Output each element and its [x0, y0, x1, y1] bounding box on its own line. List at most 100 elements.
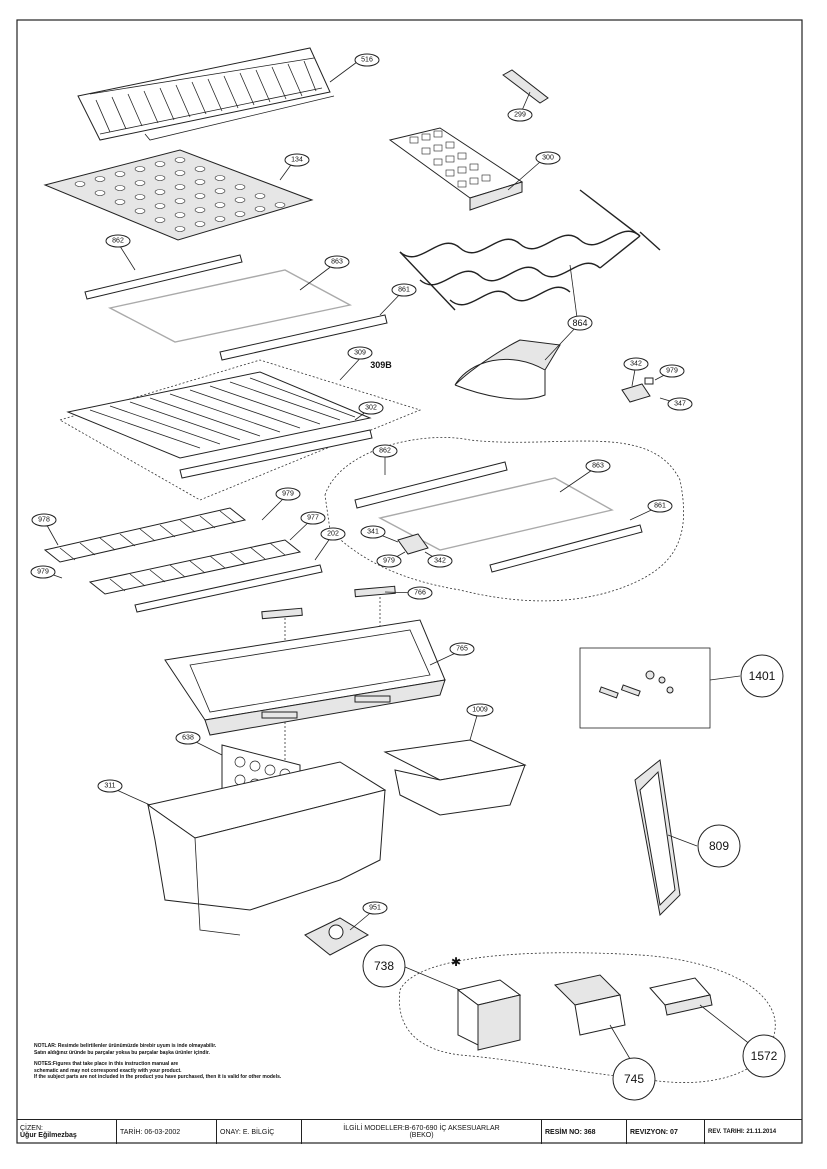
callout-label: 863 — [331, 259, 343, 266]
revision: REVIZYON: 07 — [630, 1128, 678, 1136]
wire-shelf-516 — [77, 47, 335, 141]
note-en-3: If the subject parts are not included in… — [34, 1074, 282, 1081]
sheet-border — [16, 19, 803, 1144]
callout-label: 861 — [654, 503, 666, 510]
callout-951: 951 — [362, 901, 388, 915]
callout-label: 864 — [572, 318, 587, 328]
callout-label: 862 — [379, 448, 391, 455]
callout-862-b: 862 — [372, 444, 398, 458]
callout-label: 863 — [592, 463, 604, 470]
revision-cell: REVIZYON: 07 — [627, 1120, 705, 1144]
callout-311: 311 — [97, 779, 123, 793]
callout-766: 766 — [407, 586, 433, 600]
callout-299: 299 — [507, 108, 533, 122]
callout-861-b: 861 — [647, 499, 673, 513]
callout-label: 809 — [709, 839, 729, 853]
callout-979-b: 979 — [275, 487, 301, 501]
callout-label: 765 — [456, 646, 468, 653]
callout-label: 1572 — [751, 1049, 778, 1063]
perforated-shelf-134 — [43, 149, 314, 241]
callout-label: 862 — [112, 238, 124, 245]
callout-300: 300 — [535, 151, 561, 165]
notes-block: NOTLAR: Resimde belirtilenler ürünümüzde… — [34, 1043, 364, 1081]
callout-977: 977 — [300, 511, 326, 525]
callout-label: 341 — [367, 529, 379, 536]
part-299 — [502, 69, 549, 104]
note-en-1: NOTES:Figures that take place in this in… — [34, 1061, 179, 1068]
rail-861-a — [219, 314, 388, 361]
callout-979-d: 979 — [376, 554, 402, 568]
callout-1009: 1009 — [466, 703, 494, 717]
drawn-by: Uğur Eğilmezbaş — [20, 1132, 77, 1139]
callout-label: 299 — [514, 112, 526, 119]
strips-766 — [261, 585, 396, 760]
callout-label: 766 — [414, 590, 426, 597]
clip-341 — [397, 533, 429, 555]
ice-tray-300 — [388, 127, 524, 211]
callout-label: 309 — [354, 350, 366, 357]
bottle-rack-864 — [399, 189, 661, 311]
callout-342-a: 342 — [623, 357, 649, 371]
callout-978: 978 — [31, 513, 57, 527]
callout-765: 765 — [449, 642, 475, 656]
accessory-group-738-745-1572: ✱ — [398, 952, 776, 1083]
callout-label: 745 — [624, 1072, 644, 1086]
note-tr-1: NOTLAR: Resimde belirtilenler ürünümüzde… — [34, 1043, 217, 1049]
callout-979-c: 979 — [30, 565, 56, 579]
kit-box-1401 — [579, 647, 711, 729]
callout-label: 979 — [383, 558, 395, 565]
models: İLGİLİ MODELLER:B-670-690 İÇ AKSESUARLAR — [343, 1125, 500, 1132]
callout-809: 809 — [697, 824, 741, 868]
approval-cell: ONAY: E. BİLGİÇ — [217, 1120, 302, 1144]
callout-202: 202 — [320, 527, 346, 541]
title-block: ÇİZEN: Uğur Eğilmezbaş TARİH: 06-03-2002… — [17, 1119, 802, 1144]
svg-text:✱: ✱ — [451, 955, 461, 969]
models-cell: İLGİLİ MODELLER:B-670-690 İÇ AKSESUARLAR… — [302, 1120, 542, 1144]
callout-label: 979 — [37, 569, 49, 576]
callout-309b: 309B — [370, 360, 392, 370]
clips-342-979-347 — [621, 377, 654, 403]
shelf-group-862-863-861 — [324, 437, 684, 602]
callout-label: 861 — [398, 287, 410, 294]
callout-738: 738 — [362, 944, 406, 988]
callout-516: 516 — [354, 53, 380, 67]
callout-label: 738 — [374, 959, 394, 973]
rev-date-cell: REV. TARIHI: 21.11.2014 — [705, 1120, 802, 1144]
date-cell: TARİH: 06-03-2002 — [117, 1120, 217, 1144]
drawn-by-label: ÇİZEN: — [20, 1125, 43, 1132]
crisper-cover-765 — [164, 619, 446, 736]
note-tr-2: Satın aldığınız üründe bu parçalar yoksa… — [34, 1049, 210, 1056]
crisper-bin-311 — [146, 761, 387, 936]
callout-862-a: 862 — [105, 234, 131, 248]
callout-864: 864 — [567, 315, 593, 331]
callout-342-b: 342 — [427, 554, 453, 568]
part-951 — [304, 917, 370, 956]
callout-label: 979 — [666, 368, 678, 375]
drawn-by-cell: ÇİZEN: Uğur Eğilmezbaş — [17, 1120, 117, 1144]
callout-134: 134 — [284, 153, 310, 167]
callout-label: 347 — [674, 401, 686, 408]
callout-309: 309 — [347, 346, 373, 360]
callout-label: 951 — [369, 905, 381, 912]
drawing-no-cell: RESİM NO: 368 — [542, 1120, 627, 1144]
callout-863-b: 863 — [585, 459, 611, 473]
callout-label: 516 — [361, 57, 373, 64]
split-shelf-978-977 — [43, 507, 323, 613]
callout-label: 134 — [291, 157, 303, 164]
callout-341: 341 — [360, 525, 386, 539]
date: TARİH: 06-03-2002 — [120, 1128, 181, 1136]
callout-label: 977 — [307, 515, 319, 522]
callout-label: 342 — [434, 558, 446, 565]
callout-label: 638 — [182, 735, 194, 742]
callout-label: 979 — [282, 491, 294, 498]
rev-date: REV. TARIHI: 21.11.2014 — [708, 1129, 777, 1135]
glass-shelf-863-a — [107, 269, 353, 343]
callout-638: 638 — [175, 731, 201, 745]
callout-1401: 1401 — [740, 654, 784, 698]
booklet-809 — [634, 759, 681, 917]
rail-862-a — [84, 254, 243, 300]
small-bin-1009 — [383, 739, 527, 816]
bottle-holder-864 — [454, 339, 561, 400]
callout-979-a: 979 — [659, 364, 685, 378]
